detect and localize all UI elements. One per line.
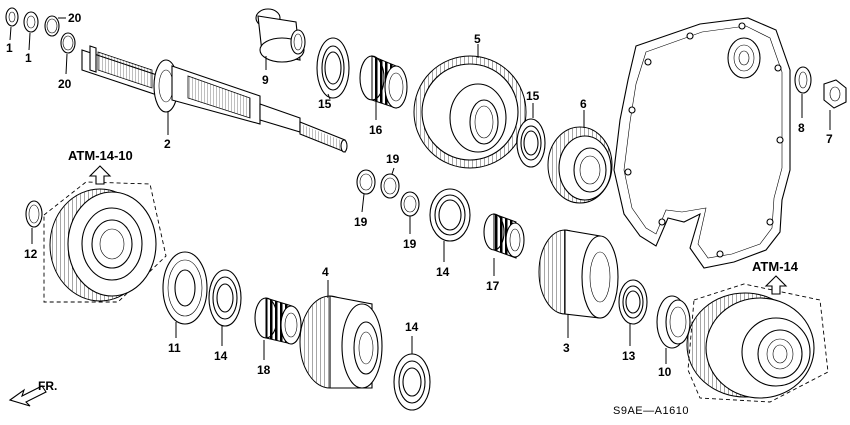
- gear-part-4: [299, 280, 383, 389]
- callout-7: 7: [826, 132, 833, 146]
- callout-20a: 20: [68, 11, 82, 25]
- snap-ring-part-12: [25, 200, 43, 244]
- callout-16: 16: [369, 123, 383, 137]
- sleeve-part-9: [255, 8, 306, 70]
- thrust-bearing-part-13: [618, 279, 648, 346]
- thrust-bearing-part-14b: [208, 269, 242, 346]
- gear-part-5: [413, 44, 527, 169]
- diagram-code: S9AE—A1610: [613, 405, 689, 417]
- callout-8: 8: [798, 121, 805, 135]
- callout-6: 6: [580, 97, 587, 111]
- callout-5: 5: [474, 32, 481, 46]
- reference-label-left[interactable]: ATM-14-10: [68, 148, 133, 163]
- washer-part-8: [794, 66, 812, 118]
- callout-11: 11: [168, 341, 181, 355]
- callout-9: 9: [262, 73, 269, 87]
- up-arrow-icon-left: [88, 165, 112, 185]
- up-arrow-icon-right: [764, 275, 788, 295]
- callout-15a: 15: [318, 97, 332, 111]
- case-gasket: [613, 17, 791, 269]
- thrust-washer-part-15b: [516, 103, 546, 168]
- callout-2: 2: [164, 137, 171, 151]
- callout-1b: 1: [25, 51, 32, 65]
- callout-labels: 1 1 20 20 9 15 16 5 15 6 8 7 2 19 19 19 …: [6, 11, 833, 417]
- gear-part-6: [547, 110, 613, 204]
- callout-4: 4: [322, 265, 329, 279]
- callout-14a: 14: [436, 265, 450, 279]
- callout-20b: 20: [58, 77, 72, 91]
- callout-14b: 14: [214, 349, 228, 363]
- callout-1a: 1: [6, 41, 13, 55]
- washer-part-10: [656, 295, 691, 364]
- nut-part-7: [823, 79, 847, 130]
- front-direction-arrow-icon: [8, 385, 47, 407]
- callout-13: 13: [622, 349, 636, 363]
- callout-19b: 19: [386, 152, 400, 166]
- washer-part-19a: [356, 169, 376, 213]
- gear-part-3: [538, 229, 619, 338]
- washer-part-1a: [5, 7, 19, 41]
- callout-19c: 19: [403, 237, 417, 251]
- washer-part-1b: [23, 11, 39, 51]
- direction-label: FR.: [38, 379, 57, 393]
- thrust-washer-part-15a: [316, 37, 350, 100]
- washer-part-20b: [60, 32, 76, 75]
- callout-19a: 19: [354, 215, 368, 229]
- mainshaft-part-2: [81, 45, 348, 153]
- washer-part-19c: [400, 191, 420, 234]
- needle-bearing-part-16: [359, 55, 408, 120]
- clutch-assembly-atm-14: [686, 283, 829, 403]
- callout-10: 10: [658, 365, 672, 379]
- callout-17: 17: [486, 279, 500, 293]
- callout-12: 12: [24, 247, 38, 261]
- clutch-assembly-atm-14-10: [43, 181, 167, 303]
- thrust-bearing-part-14c: [393, 336, 431, 411]
- callout-18: 18: [257, 363, 271, 377]
- needle-bearing-part-18: [254, 297, 302, 360]
- thrust-washer-part-11: [162, 251, 208, 338]
- needle-bearing-part-17: [483, 213, 525, 276]
- washer-part-20a: [44, 15, 66, 37]
- callout-14c: 14: [405, 320, 419, 334]
- callout-15b: 15: [526, 89, 540, 103]
- washer-part-19b: [380, 167, 400, 199]
- thrust-bearing-part-14a: [429, 188, 471, 262]
- callout-3: 3: [563, 341, 570, 355]
- reference-label-right[interactable]: ATM-14: [752, 259, 799, 274]
